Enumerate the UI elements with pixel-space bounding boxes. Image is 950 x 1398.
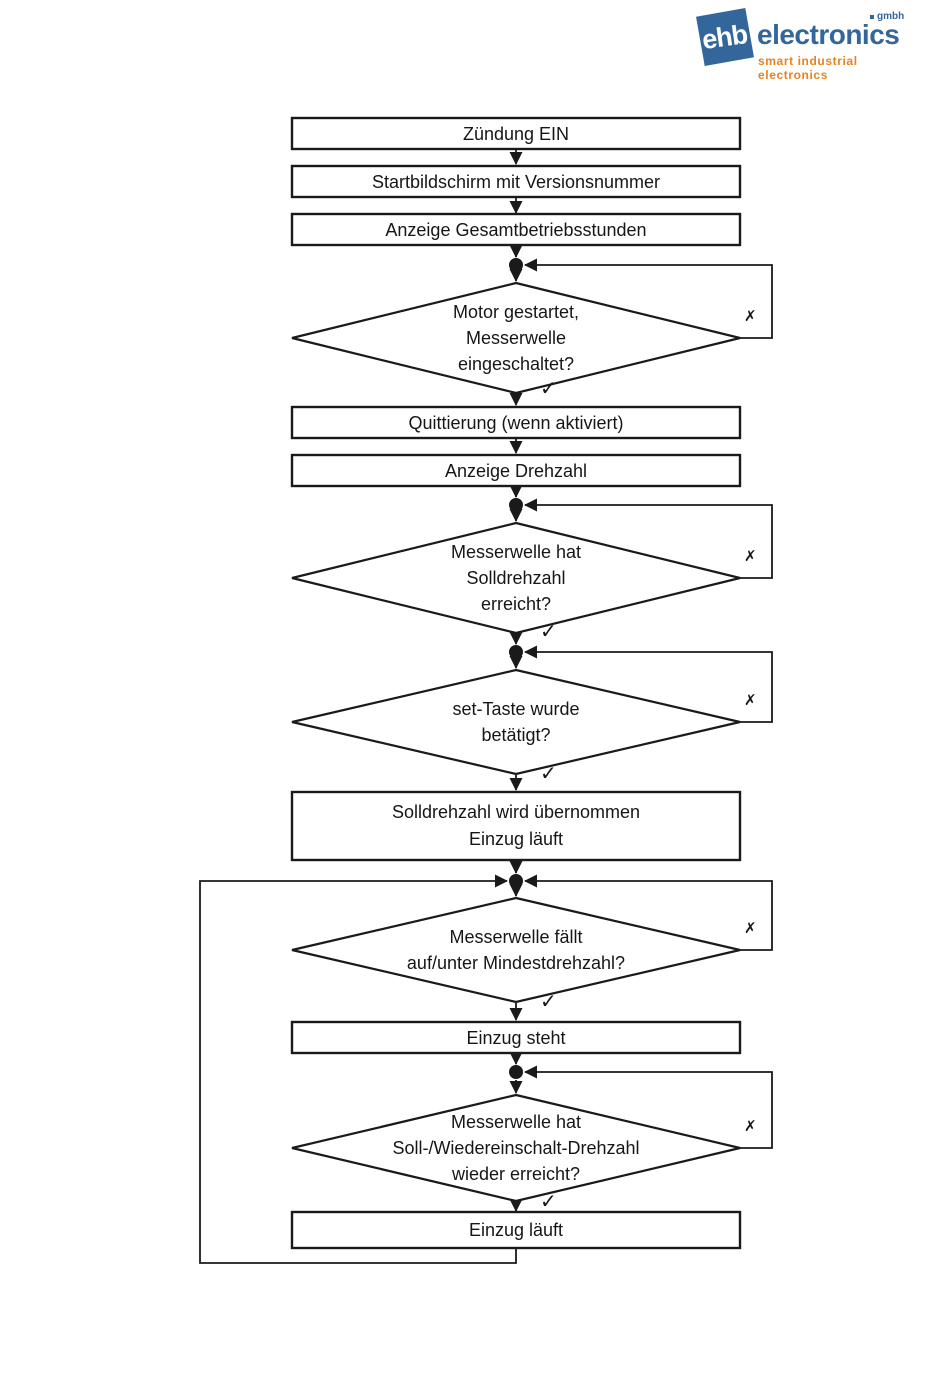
junction-dot <box>509 874 523 888</box>
junction-dot <box>509 498 523 512</box>
logo-electronics-text: electronics <box>757 19 900 50</box>
decision-diamond <box>291 668 741 776</box>
process-box-rect <box>290 212 742 247</box>
gmbh-label: gmbh <box>877 11 905 22</box>
yes-mark-3: ✓ <box>540 763 557 785</box>
no-mark-3: ✗ <box>744 692 757 709</box>
decision-diamond <box>291 896 741 1004</box>
junction-dot <box>509 645 523 659</box>
process-box-rect <box>290 453 742 488</box>
process-box-rect <box>290 164 742 199</box>
decision-diamond <box>291 1093 741 1203</box>
connectors <box>199 149 773 1264</box>
decision-diamonds <box>291 281 741 1203</box>
left-loop-connector <box>199 874 517 1264</box>
no-loop-connector <box>524 874 773 951</box>
junction-dot <box>509 258 523 272</box>
decision-diamond <box>291 281 741 395</box>
decision-diamond <box>291 521 741 635</box>
process-box-rect <box>290 1020 742 1055</box>
ehb-electronics-logo: ehb electronics gmbh smart industrial el… <box>696 6 918 82</box>
process-box-rect <box>290 1210 742 1250</box>
yes-mark-5: ✓ <box>540 1191 557 1213</box>
no-loop-connector <box>524 498 773 579</box>
no-loop-connector <box>524 1065 773 1149</box>
junction-dot <box>509 1065 523 1079</box>
junction-dots <box>509 258 523 1079</box>
process-box-rect <box>290 790 742 862</box>
gmbh-bullet-icon <box>870 14 874 19</box>
no-mark-5: ✗ <box>744 1118 757 1135</box>
no-mark-2: ✗ <box>744 548 757 565</box>
no-mark-4: ✗ <box>744 920 757 937</box>
logo-gmbh-text: gmbh <box>870 11 904 22</box>
yes-mark-4: ✓ <box>540 991 557 1013</box>
no-loop-connector <box>524 645 773 723</box>
yes-mark-2: ✓ <box>540 621 557 643</box>
logo-tagline-text: smart industrial electronics <box>758 54 858 82</box>
process-box-rect <box>290 116 742 151</box>
process-boxes <box>290 116 742 1250</box>
no-loop-connector <box>524 258 773 339</box>
no-mark-1: ✗ <box>744 308 757 325</box>
yes-mark-1: ✓ <box>540 378 557 400</box>
process-box-rect <box>290 405 742 440</box>
